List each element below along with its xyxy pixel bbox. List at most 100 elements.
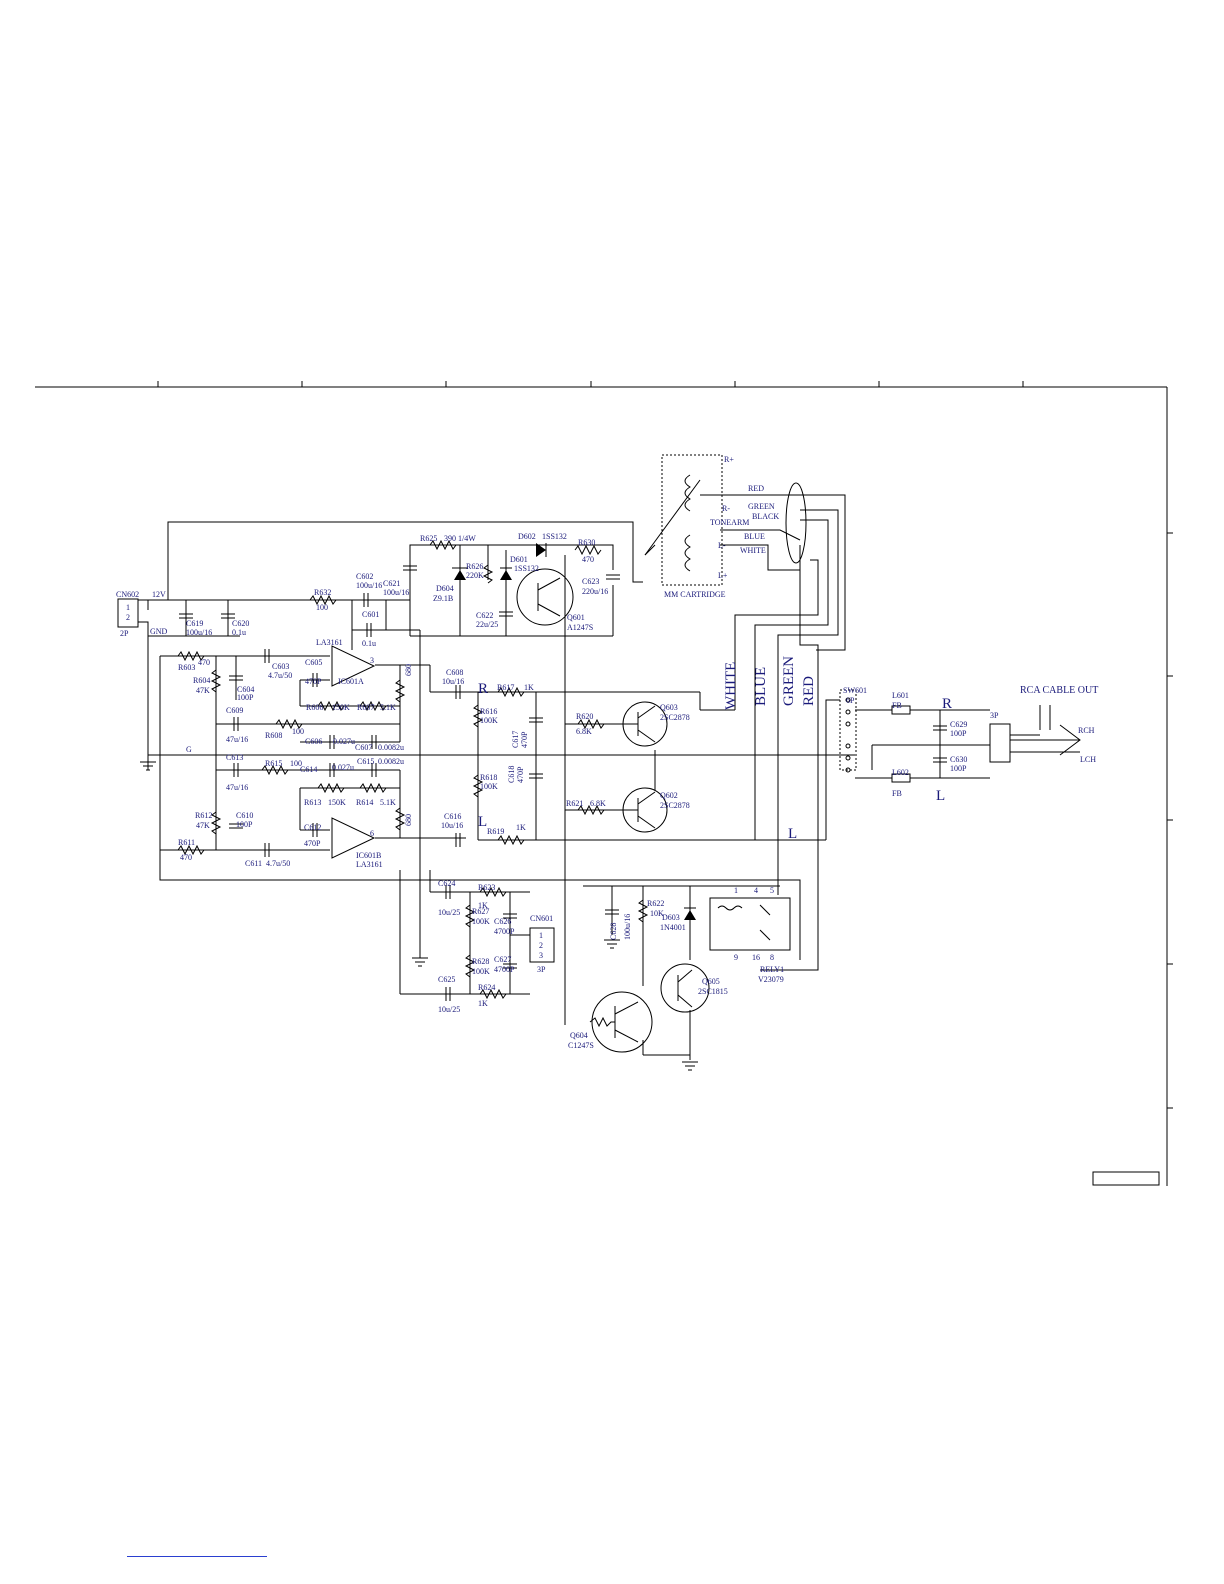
- connector-cn603: [989, 723, 1011, 763]
- c616-value: 10u/16: [441, 821, 463, 830]
- r621-label: R621: [566, 799, 583, 808]
- resistor-r627: [464, 904, 476, 928]
- r627-label: R627: [472, 907, 489, 916]
- r632-value: 100: [316, 603, 328, 612]
- rca-output: [1010, 705, 1081, 756]
- d601-label: D601: [510, 555, 528, 564]
- connector-cn602: [117, 598, 139, 628]
- switch-sw601: [839, 689, 857, 773]
- relay-pin9: 9: [734, 953, 738, 962]
- ic601b-pin-out: 6: [370, 829, 374, 838]
- relay-value: V23079: [758, 975, 784, 984]
- c621-value: 100u/16: [383, 588, 409, 597]
- c602-label: C602: [356, 572, 373, 581]
- ground-icon: [140, 755, 156, 771]
- c625-label: C625: [438, 975, 455, 984]
- wire-red: RED: [748, 484, 764, 493]
- r607-value: 5.1K: [380, 703, 396, 712]
- capacitor-c619: [179, 613, 193, 619]
- c627-label: C627: [494, 955, 511, 964]
- capacitor-c623: [606, 574, 620, 580]
- c621-label: C621: [383, 579, 400, 588]
- r624-value: 1K: [478, 999, 488, 1008]
- c606-value: 0.027u: [333, 737, 355, 746]
- cartridge-pin-rplus: R+: [724, 455, 734, 464]
- r620-value: 6.8K: [576, 727, 592, 736]
- r604-label: R604: [193, 676, 210, 685]
- transistor-q602: [622, 787, 668, 833]
- transistor-q605: [660, 963, 710, 1013]
- resistor-r620: [577, 718, 605, 730]
- resistor-r603: [177, 650, 205, 662]
- capacitor-c607: [371, 735, 377, 749]
- r626-label: R626: [466, 562, 483, 571]
- c609-value: 47u/16: [226, 735, 248, 744]
- c607-label: C607: [355, 743, 372, 752]
- r632-label: R632: [314, 588, 331, 597]
- q605-value: 2SC1815: [698, 987, 728, 996]
- r603-label: R603: [178, 663, 195, 672]
- ic601a-label: IC601A: [338, 677, 364, 686]
- r624-label: R624: [478, 983, 495, 992]
- c612-label: C612: [304, 823, 321, 832]
- capacitor-c612: [312, 823, 318, 837]
- capacitor-c611: [264, 843, 270, 857]
- capacitor-c609: [233, 717, 239, 731]
- resistor-r611: [177, 844, 205, 856]
- cartridge-title: MM CARTRIDGE: [664, 590, 726, 599]
- r630-label: R630: [578, 538, 595, 547]
- capacitor-c614: [329, 763, 335, 777]
- capacitor-c602: [363, 593, 369, 607]
- c603-label: C603: [272, 662, 289, 671]
- ground-icon: [604, 939, 620, 949]
- d604-label: D604: [436, 584, 454, 593]
- resistor-r622: [637, 899, 649, 923]
- resistor-r630: [574, 544, 602, 556]
- resistor-r609: [394, 679, 406, 703]
- capacitor-c625: [445, 987, 451, 1001]
- capacitor-c613: [233, 763, 239, 777]
- relay-pin4: 4: [754, 886, 758, 895]
- r621-value: 6.8K: [590, 799, 606, 808]
- transistor-q601: [516, 568, 574, 626]
- capacitor-c627: [503, 963, 517, 969]
- resistor-r625: [429, 539, 457, 551]
- capacitor-c617: [529, 717, 543, 723]
- relay-pin5: 5: [770, 886, 774, 895]
- c629-value: 100P: [950, 729, 967, 738]
- r611-value: 470: [180, 853, 192, 862]
- cn601-pin2: 2: [539, 941, 543, 950]
- resistor-r612: [210, 811, 222, 835]
- c618-label: C618: [507, 766, 516, 783]
- c615-label: C615: [357, 757, 374, 766]
- diode-d602: [536, 543, 547, 557]
- resistor-r613: [317, 782, 345, 794]
- c608-value: 10u/16: [442, 677, 464, 686]
- r616-value: 100K: [480, 716, 498, 725]
- r622-label: R622: [647, 899, 664, 908]
- diode-d601: [500, 567, 512, 580]
- c617-label: C617: [511, 731, 520, 748]
- capacitor-c621: [403, 565, 417, 571]
- r614-label: R614: [356, 798, 373, 807]
- channel-mark-l-3: L: [936, 788, 945, 804]
- tonearm-label: TONEARM: [710, 518, 749, 527]
- r625-value: 390 1/4W: [444, 534, 476, 543]
- capacitor-c601: [366, 623, 372, 637]
- c626-label: C626: [494, 917, 511, 926]
- c630-label: C630: [950, 755, 967, 764]
- c630-value: 100P: [950, 764, 967, 773]
- q605-label: Q605: [702, 977, 720, 986]
- r626-value: 220K: [466, 571, 484, 580]
- q602-label: Q602: [660, 791, 678, 800]
- resistor-r618: [472, 774, 484, 798]
- c617-value: 470P: [520, 731, 529, 748]
- resistor-r617: [497, 686, 525, 698]
- wire-white: WHITE: [740, 546, 766, 555]
- capacitor-c604: [229, 675, 243, 681]
- r628-label: R628: [472, 957, 489, 966]
- c607-value: 0.0082u: [378, 743, 404, 752]
- c610-label: C610: [236, 811, 253, 820]
- sw601-value: 6P: [846, 696, 855, 705]
- cartridge-pin-lminus: L-: [718, 541, 726, 550]
